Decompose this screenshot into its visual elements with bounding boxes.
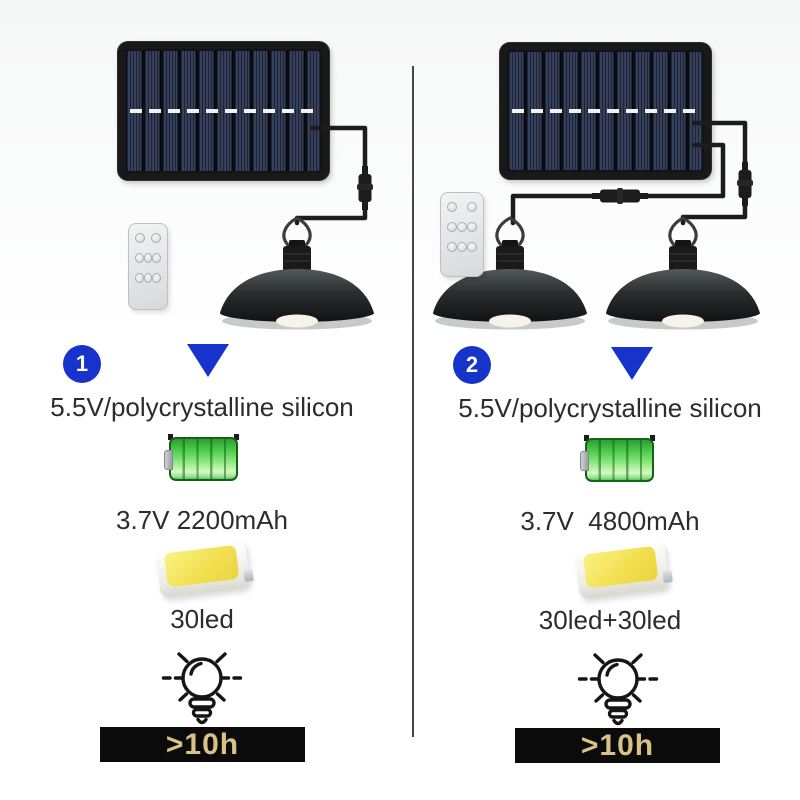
- pendant-lamp-image: [218, 216, 376, 332]
- led-chip-pin: [243, 568, 254, 582]
- remote-button-row: [447, 242, 477, 252]
- remote-button: [467, 202, 477, 212]
- down-triangle-icon: [187, 344, 229, 377]
- battery-terminal: [584, 435, 589, 441]
- pendant-lamp-image: [604, 216, 762, 332]
- runtime-text: >10h: [165, 727, 240, 761]
- cable: [510, 142, 726, 226]
- solar-spec-text: 5.5V/polycrystalline silicon: [50, 392, 354, 422]
- remote-button: [135, 273, 144, 283]
- remote-button: [151, 233, 161, 243]
- remote-button-row: [135, 253, 162, 263]
- cable-connector: [357, 166, 373, 210]
- step-badge: 1: [63, 345, 101, 383]
- remote-button: [447, 222, 457, 232]
- remote-button: [467, 222, 477, 232]
- solar-panel-image: [118, 42, 329, 180]
- step-badge: 2: [453, 346, 491, 384]
- solar-busbar: [130, 109, 317, 113]
- down-triangle-icon: [611, 347, 653, 380]
- remote-button: [135, 233, 145, 243]
- remote-button: [152, 273, 162, 283]
- battery-spec-text: 3.7V 4800mAh: [520, 506, 700, 536]
- runtime-text: >10h: [580, 728, 655, 762]
- led-count-text: 30led: [170, 604, 234, 634]
- remote-button: [143, 253, 153, 263]
- battery-body: [585, 438, 654, 482]
- remote-button: [143, 273, 153, 283]
- battery-nub: [164, 450, 173, 470]
- remote-button: [135, 253, 144, 263]
- remote-button-row: [135, 273, 162, 283]
- remote-button: [447, 242, 457, 252]
- cable-connector: [592, 188, 648, 204]
- cable: [294, 125, 373, 226]
- battery-icon: [164, 434, 240, 484]
- remote-button-row: [135, 233, 161, 243]
- battery-body: [169, 437, 238, 481]
- remote-button: [447, 202, 457, 212]
- badge-number: 1: [75, 351, 89, 376]
- battery-icon: [580, 435, 656, 485]
- badge-number: 2: [465, 352, 479, 377]
- remote-button-row: [447, 202, 477, 212]
- remote-control-image: [440, 192, 484, 277]
- solar-panel-image: [500, 43, 711, 179]
- remote-button-row: [447, 222, 477, 232]
- led-chip-pin: [662, 569, 673, 583]
- remote-button: [457, 242, 467, 252]
- cable-connector: [737, 162, 753, 206]
- light-bulb-icon: [161, 652, 243, 725]
- cable: [680, 120, 753, 226]
- led-count-text: 30led+30led: [538, 605, 682, 635]
- battery-terminal: [234, 434, 239, 440]
- runtime-banner: >10h: [515, 728, 720, 763]
- battery-nub: [580, 451, 589, 471]
- remote-button: [152, 253, 162, 263]
- battery-spec-text: 3.7V 2200mAh: [115, 505, 288, 535]
- column-divider: [412, 66, 414, 737]
- remote-button: [457, 222, 467, 232]
- remote-control-image: [128, 223, 168, 310]
- battery-terminal: [168, 434, 173, 440]
- solar-busbar: [512, 109, 699, 113]
- battery-terminal: [650, 435, 655, 441]
- solar-spec-text: 5.5V/polycrystalline silicon: [458, 393, 762, 423]
- remote-button: [467, 242, 477, 252]
- light-bulb-icon: [577, 653, 659, 726]
- runtime-banner: >10h: [100, 727, 305, 762]
